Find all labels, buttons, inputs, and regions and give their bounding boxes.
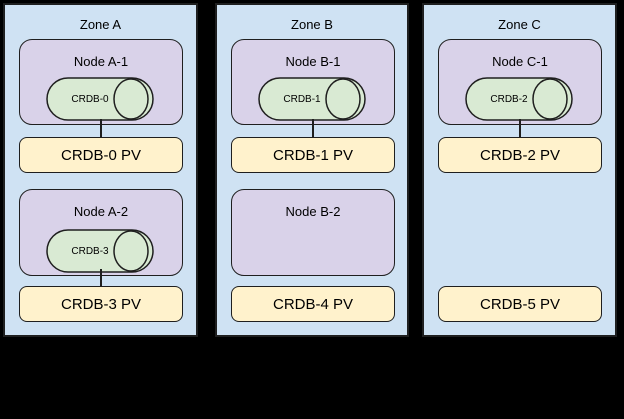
pod-crdb-3-label: CRDB-3 [71, 245, 109, 257]
node-a-2-label: Node A-2 [73, 204, 129, 219]
pv-crdb-3-box: CRDB-3 PV [19, 286, 183, 322]
zone-c: Zone C Node C-1 CRDB-2 CRDB-2 PV CRDB-5 … [422, 3, 617, 337]
pod-crdb-2: CRDB-2 [465, 77, 573, 121]
pv-crdb-2-box: CRDB-2 PV [438, 137, 602, 173]
pv-crdb-1-box: CRDB-1 PV [231, 137, 395, 173]
connector-crdb-0 [100, 119, 102, 138]
pod-crdb-1: CRDB-1 [258, 77, 366, 121]
zone-a-label: Zone A [79, 17, 122, 32]
node-b-1-label: Node B-1 [285, 54, 341, 69]
pv-crdb-0-label: CRDB-0 PV [60, 146, 142, 164]
node-c-1-label: Node C-1 [492, 54, 548, 69]
pv-crdb-2-label: CRDB-2 PV [479, 146, 561, 164]
connector-crdb-1 [312, 119, 314, 138]
zone-c-label: Zone C [498, 17, 541, 32]
pv-crdb-5-box: CRDB-5 PV [438, 286, 602, 322]
cylinder-icon [46, 229, 154, 273]
zone-a: Zone A Node A-1 CRDB-0 CRDB-0 PV Node A-… [3, 3, 198, 337]
node-b-1-box: Node B-1 CRDB-1 [231, 39, 395, 125]
pod-crdb-2-label: CRDB-2 [490, 93, 528, 105]
pv-crdb-1-label: CRDB-1 PV [272, 146, 354, 164]
pv-crdb-4-box: CRDB-4 PV [231, 286, 395, 322]
zone-b-label: Zone B [291, 17, 333, 32]
pod-crdb-1-label: CRDB-1 [283, 93, 321, 105]
node-c-1-box: Node C-1 CRDB-2 [438, 39, 602, 125]
node-a-2-box: Node A-2 CRDB-3 [19, 189, 183, 276]
node-b-2-box: Node B-2 [231, 189, 395, 276]
node-a-1-box: Node A-1 CRDB-0 [19, 39, 183, 125]
pv-crdb-0-box: CRDB-0 PV [19, 137, 183, 173]
pod-crdb-0-label: CRDB-0 [71, 93, 109, 105]
cylinder-icon [46, 77, 154, 121]
zone-b: Zone B Node B-1 CRDB-1 CRDB-1 PV Node B-… [215, 3, 409, 337]
connector-crdb-3 [100, 269, 102, 287]
cylinder-icon [465, 77, 573, 121]
connector-crdb-2 [519, 119, 521, 138]
pv-crdb-4-label: CRDB-4 PV [272, 295, 354, 313]
pv-crdb-3-label: CRDB-3 PV [60, 295, 142, 313]
node-b-2-label: Node B-2 [285, 204, 341, 219]
pod-crdb-3: CRDB-3 [46, 229, 154, 273]
pv-crdb-5-label: CRDB-5 PV [479, 295, 561, 313]
pod-crdb-0: CRDB-0 [46, 77, 154, 121]
node-a-1-label: Node A-1 [73, 54, 129, 69]
cylinder-icon [258, 77, 366, 121]
